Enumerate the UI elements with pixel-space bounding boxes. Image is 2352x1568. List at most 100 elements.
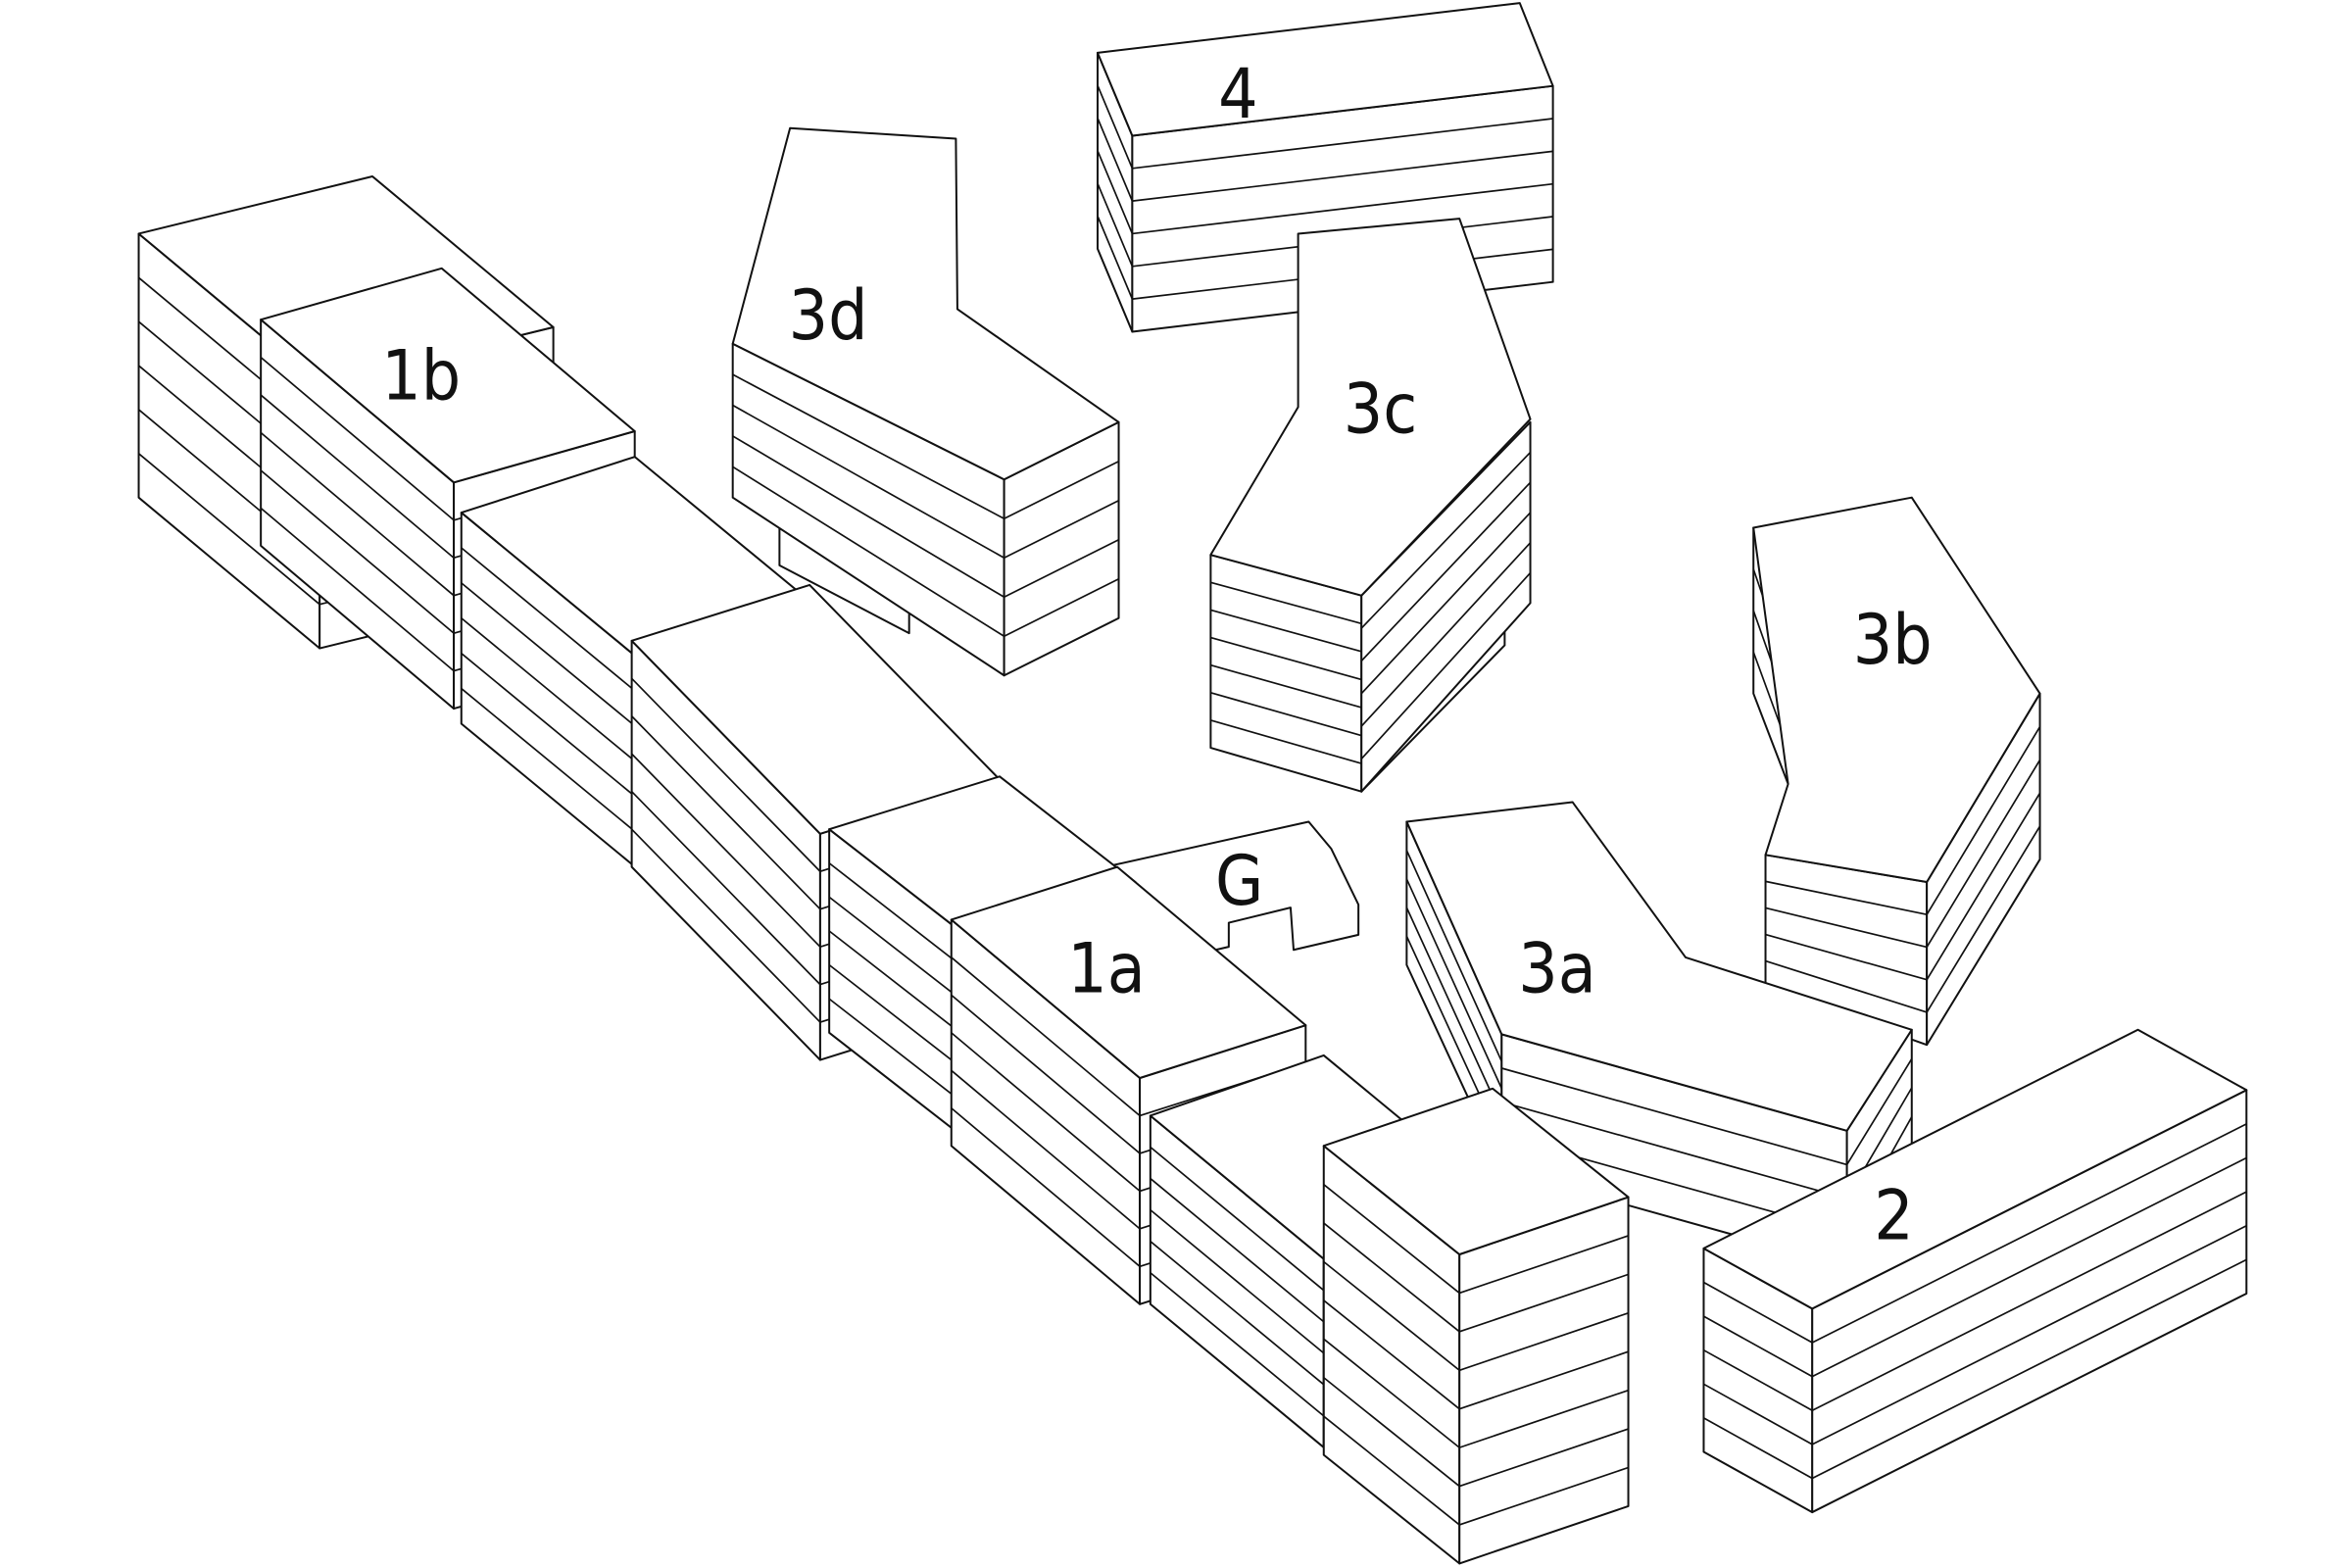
building-2-end-floor-line [1811,1258,2247,1480]
building-front-tower-roof [1322,1087,1630,1255]
building-volumes [137,2,2248,1565]
building-4-front-floor-line [1132,182,1553,235]
building-4-side-floor-line [1097,84,1134,170]
building-block-2-side-floor-line [461,653,651,809]
building-1b-rear-side-floor-line [137,453,320,606]
building-labels: 4 3d 1b 3c 3b G 1a 3a 2 [381,53,1932,1256]
building-front-tower-end-floor-line [1458,1466,1629,1526]
building-3c-end-floor-line [1360,481,1532,662]
building-4-side-floor-line [1097,216,1134,300]
building-3a-side-floor-line [1405,878,1503,1090]
building-1a-roof [950,865,1307,1079]
building-3c-end-floor-line [1360,542,1532,727]
building-3c-end-floor-line [1360,572,1532,760]
label-building-1b: 1b [381,335,461,416]
building-3c-front-floor-line [1210,663,1362,709]
building-2-side-floor-line [1703,1383,1813,1446]
building-block-4-side-floor-line [828,896,966,1004]
building-4-front-floor-line [1132,118,1553,170]
building-1b-side-floor-line [260,394,455,559]
building-2-side-floor-line [1703,1348,1813,1411]
building-3c-front-floor-line [1210,609,1362,653]
building-3b-front-floor-line [1765,906,1928,949]
building-block-6-side-floor-line [1150,1208,1325,1354]
building-3c-front-floor-line [1210,636,1362,681]
building-1b-side-floor-line [260,431,455,597]
building-2-roof [1702,1028,2248,1310]
building-block-2-side-floor-line [461,547,651,705]
building-3d-roof [731,126,1120,481]
building-3b-front-floor-line [1765,959,1928,1013]
building-block-6-side-floor-line [1150,1241,1325,1386]
label-building-3c: 3c [1344,368,1417,450]
building-1b-side-floor-line [260,356,455,521]
building-3d-front-floor-line [732,466,1005,637]
building-3a-roof [1405,801,1913,1132]
building-front-tower-side-floor-line [1323,1415,1460,1526]
building-3d-end-floor-line [1004,500,1119,559]
building-3c-end-floor-line [1360,512,1532,695]
building-1b-side-floor-line [260,507,455,672]
building-3c-front-floor-line [1210,691,1362,737]
building-3c-front-floor-line [1210,719,1362,764]
building-1b-roof [260,267,636,484]
building-1a-side-floor-line [951,956,1141,1117]
building-1a-side-floor-line [951,1032,1141,1193]
label-building-3a: 3a [1518,927,1596,1008]
building-3c-front-floor-line [1210,581,1362,625]
building-block-2-side-floor-line [461,687,651,845]
building-front-tower-end-floor-line [1458,1389,1629,1448]
building-3b-end-floor-line [1926,792,2041,981]
building-3a-front-floor-line [1501,1101,1847,1200]
building-front-tower-end-floor-line [1458,1428,1629,1488]
building-3d-end-floor-line [1004,461,1119,519]
building-block-3-side-floor-line [631,677,821,872]
building-front-tower-side-floor-line [1323,1299,1460,1410]
building-3b-front-floor-line [1765,933,1928,981]
building-4-roof [1097,2,1554,137]
building-3a-front-floor-line [1501,1067,1847,1166]
building-2-end-floor-line [1811,1225,2247,1446]
building-3b-roof [1752,496,2041,883]
building-block-3-side-floor-line [631,715,821,910]
building-3c-end-floor-line [1360,451,1532,629]
building-2-end-floor-line [1811,1156,2247,1378]
label-building-3b: 3b [1853,599,1933,680]
building-front-tower-end-floor-line [1458,1235,1629,1295]
building-2-end-floor-line [1811,1123,2247,1344]
building-block-4-side-floor-line [828,963,966,1071]
label-building-4: 4 [1218,53,1258,134]
building-front-tower-side-floor-line [1323,1338,1460,1448]
building-2-side-floor-line [1703,1315,1813,1378]
label-building-g: G [1215,840,1263,921]
building-front-tower-end-floor-line [1458,1273,1629,1333]
building-3b-end-floor-line [1926,825,2041,1013]
building-3b-end-floor-line [1926,759,2041,948]
building-2-side-floor-line [1703,1281,1813,1344]
building-3b-front-floor-line [1765,880,1928,916]
building-3a-side-floor-line [1405,850,1503,1062]
building-front-tower-end-floor-line [1458,1350,1629,1410]
building-1b-side-floor-line [260,469,455,634]
building-3d-front-floor-line [732,404,1005,559]
building-block-3-side-floor-line [631,791,821,986]
building-3a-side-floor-line [1405,906,1503,1116]
label-building-3d: 3d [789,274,868,356]
building-front-tower-side-floor-line [1323,1183,1460,1295]
building-2-side-floor-line [1703,1417,1813,1480]
building-front-tower-side-floor-line [1323,1260,1460,1371]
building-block-6-side-floor-line [1150,1146,1325,1292]
building-block-4-side-floor-line [828,862,966,970]
building-3c-end [1360,420,1532,793]
building-block-2-side-floor-line [461,617,651,774]
building-3d-front-floor-line [732,435,1005,598]
building-front-tower-side-floor-line [1323,1377,1460,1488]
building-block-6-side-floor-line [1150,1177,1325,1323]
building-block-4-side-floor-line [828,930,966,1038]
building-1a-side-floor-line [951,994,1141,1154]
label-building-1a: 1a [1067,927,1146,1008]
building-3d-end-floor-line [1004,578,1119,637]
label-building-2: 2 [1874,1175,1913,1256]
